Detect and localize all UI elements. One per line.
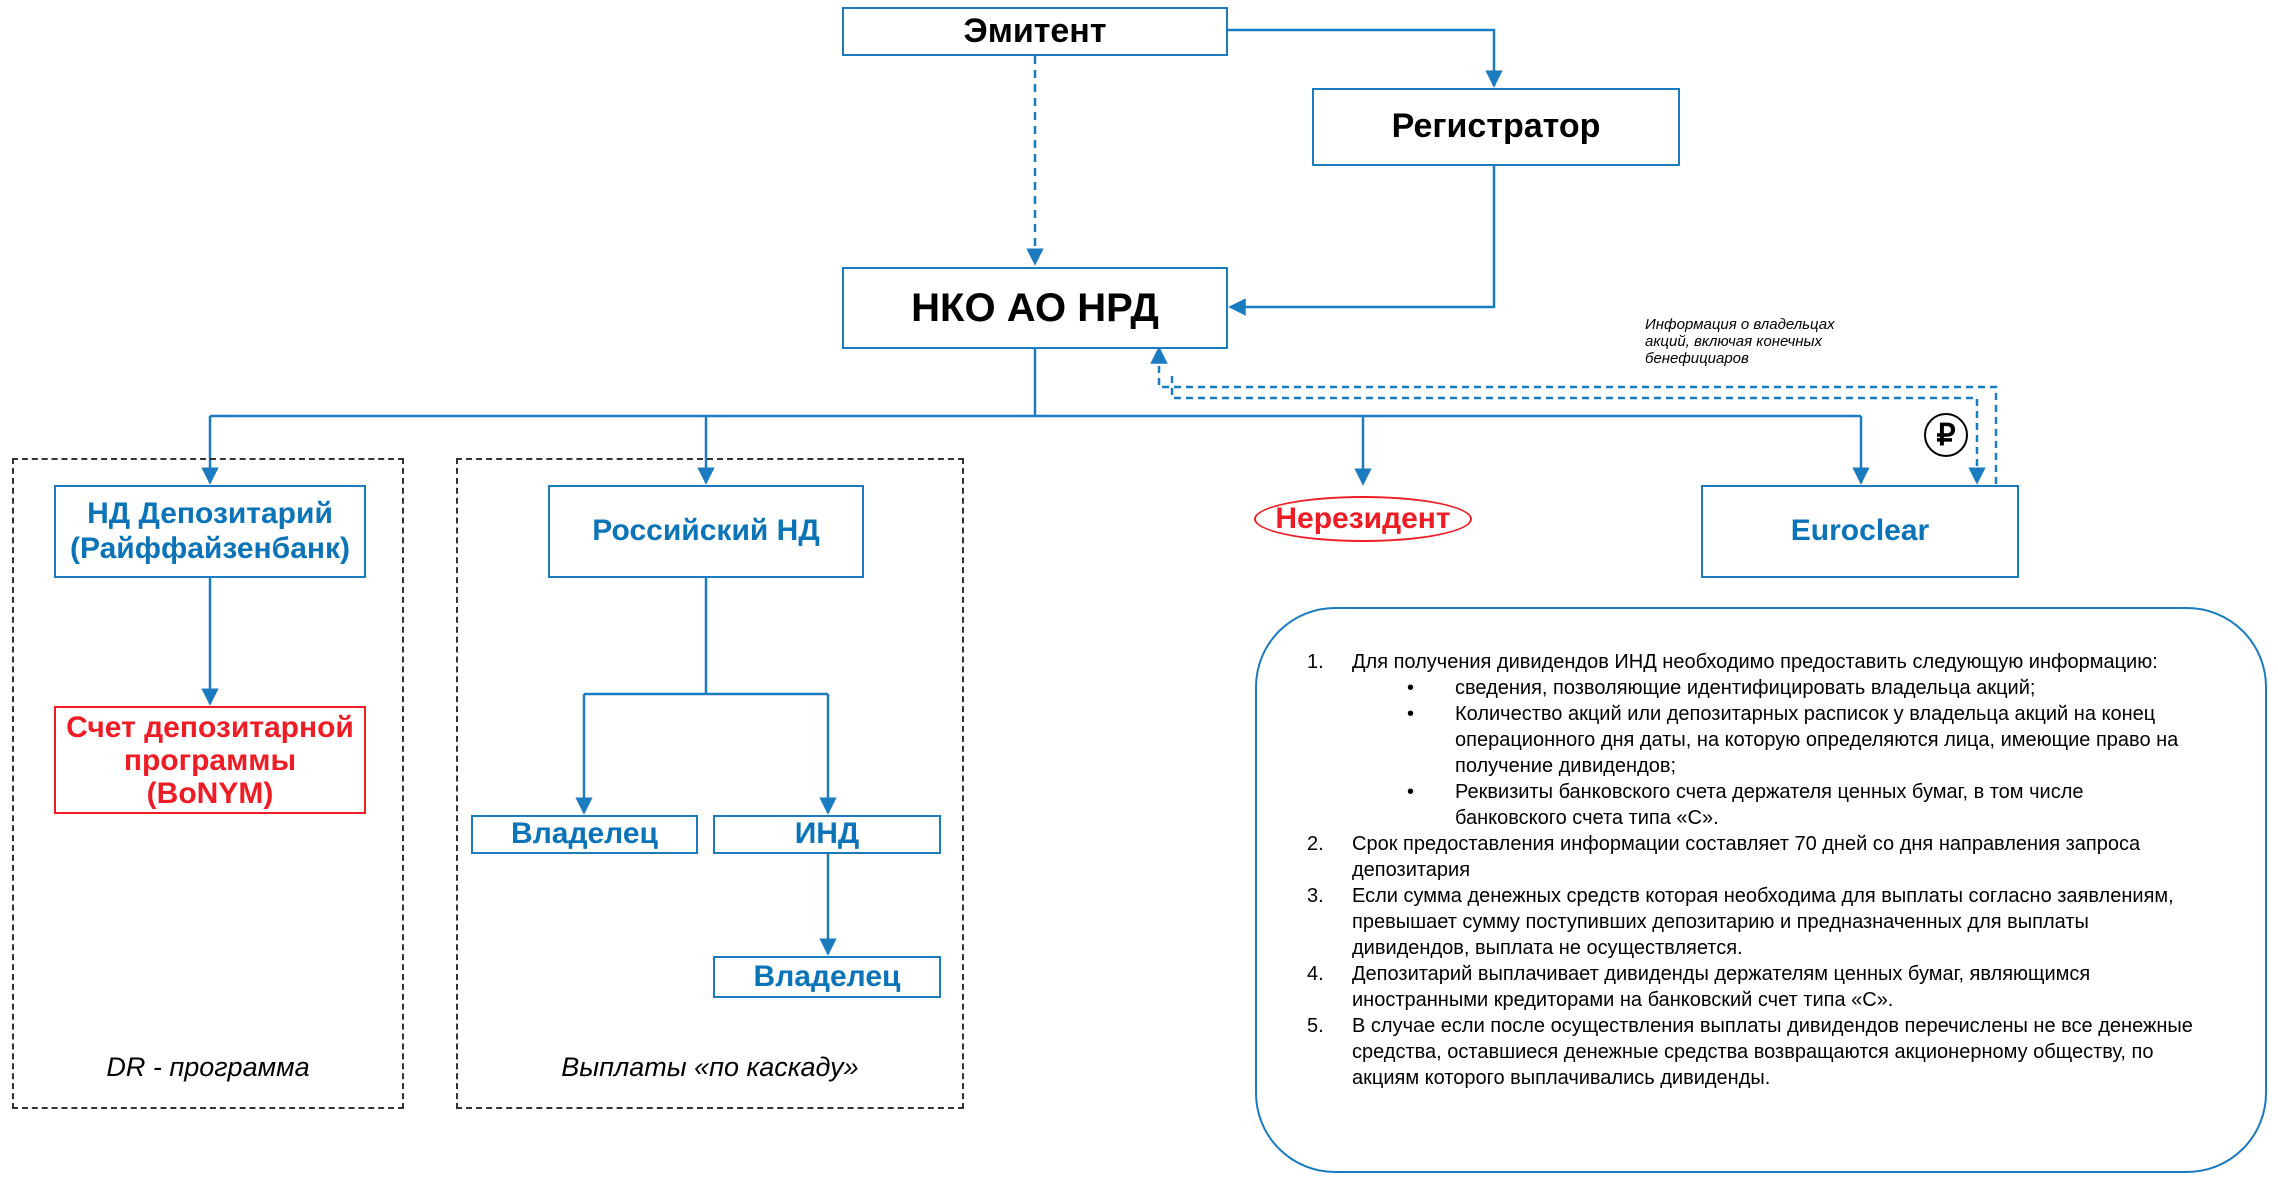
euroclear-label: Euroclear bbox=[1790, 514, 1930, 548]
info-item-text: Если сумма денежных средств которая необ… bbox=[1352, 885, 2174, 959]
nd-depository-node: НД Депозитарий (Райффайзенбанк) bbox=[54, 485, 366, 578]
owner-label-1: Владелец bbox=[511, 817, 658, 851]
info-item: 1. Для получения дивидендов ИНД необходим… bbox=[1307, 649, 2197, 831]
info-item-number: 4. bbox=[1307, 963, 1324, 985]
info-item-text: В случае если после осуществления выплат… bbox=[1352, 1015, 2193, 1089]
dividend-info-panel: 1. Для получения дивидендов ИНД необходим… bbox=[1255, 607, 2267, 1173]
info-bullet-text: Количество акций или депозитарных распис… bbox=[1455, 703, 2179, 777]
nonresident-label: Нерезидент bbox=[1275, 502, 1451, 535]
info-item: 3. Если сумма денежных средств которая не… bbox=[1307, 883, 2197, 961]
dividend-info-list: 1. Для получения дивидендов ИНД необходим… bbox=[1307, 649, 2197, 1091]
arrow-issuer-registrar bbox=[1226, 28, 1503, 88]
bullet-marker: • bbox=[1407, 703, 1415, 725]
ruble-icon: ₽ bbox=[1924, 413, 1968, 457]
info-item: 4. Депозитарий выплачивает дивиденды держ… bbox=[1307, 961, 2197, 1013]
arrow-nsd-euroclear-payment bbox=[1170, 376, 1986, 485]
info-item-text: Срок предоставления информации составляе… bbox=[1352, 833, 2141, 881]
info-bullet-item: • Количество акций или депозитарных распи… bbox=[1407, 701, 2197, 779]
russian-nd-node: Российский НД bbox=[548, 485, 864, 578]
info-bullet-text: сведения, позволяющие идентифицировать в… bbox=[1455, 677, 2036, 699]
issuer-label: Эмитент bbox=[963, 11, 1107, 50]
info-item-text: Для получения дивидендов ИНД необходимо … bbox=[1352, 651, 2158, 673]
info-item: 5. В случае если после осуществления выпл… bbox=[1307, 1013, 2197, 1091]
owner-node-2: Владелец bbox=[713, 956, 941, 998]
cascade-frame bbox=[456, 458, 964, 1109]
russian-nd-label: Российский НД bbox=[592, 514, 820, 548]
arrow-registrar-nsd bbox=[1228, 166, 1496, 316]
registrar-label: Регистратор bbox=[1391, 107, 1601, 146]
registrar-node: Регистратор bbox=[1312, 88, 1680, 166]
info-bullet-item: • Реквизиты банковского счета держателя ц… bbox=[1407, 779, 2197, 831]
arrow-euroclear-nsd-info bbox=[1150, 346, 1998, 484]
info-item-number: 3. bbox=[1307, 885, 1324, 907]
info-bullet-item: • сведения, позволяющие идентифицировать … bbox=[1407, 675, 2197, 701]
info-bullet-list: • сведения, позволяющие идентифицировать … bbox=[1307, 675, 2197, 831]
owner-info-note: Информация о владельцах акций, включая к… bbox=[1645, 316, 1835, 367]
euroclear-node: Euroclear bbox=[1701, 485, 2019, 578]
owner-label-2: Владелец bbox=[753, 959, 901, 993]
info-item-text: Депозитарий выплачивает дивиденды держат… bbox=[1352, 963, 2091, 1011]
bullet-marker: • bbox=[1407, 677, 1415, 699]
info-bullet-text: Реквизиты банковского счета держателя це… bbox=[1455, 781, 2084, 829]
info-item: 2. Срок предоставления информации составл… bbox=[1307, 831, 2197, 883]
dr-account-label: Счет депозитарной программы (BoNYM) bbox=[66, 710, 354, 810]
info-item-number: 5. bbox=[1307, 1015, 1324, 1037]
bullet-marker: • bbox=[1407, 781, 1415, 803]
cascade-caption: Выплаты «по каскаду» bbox=[561, 1052, 859, 1082]
dr-program-caption: DR - программа bbox=[106, 1052, 310, 1082]
dr-account-node: Счет депозитарной программы (BoNYM) bbox=[54, 706, 366, 814]
info-item-number: 2. bbox=[1307, 833, 1324, 855]
ruble-symbol: ₽ bbox=[1936, 418, 1956, 452]
nd-depository-label: НД Депозитарий (Райффайзенбанк) bbox=[69, 497, 351, 565]
nsd-label: НКО АО НРД bbox=[911, 286, 1159, 330]
nsd-node: НКО АО НРД bbox=[842, 267, 1228, 349]
ind-node: ИНД bbox=[713, 815, 941, 854]
dr-program-frame bbox=[12, 458, 404, 1109]
nonresident-node: Нерезидент bbox=[1254, 496, 1472, 542]
info-item-number: 1. bbox=[1307, 651, 1324, 673]
owner-node-1: Владелец bbox=[471, 815, 698, 854]
issuer-node: Эмитент bbox=[842, 7, 1228, 56]
ind-label: ИНД bbox=[794, 817, 860, 851]
